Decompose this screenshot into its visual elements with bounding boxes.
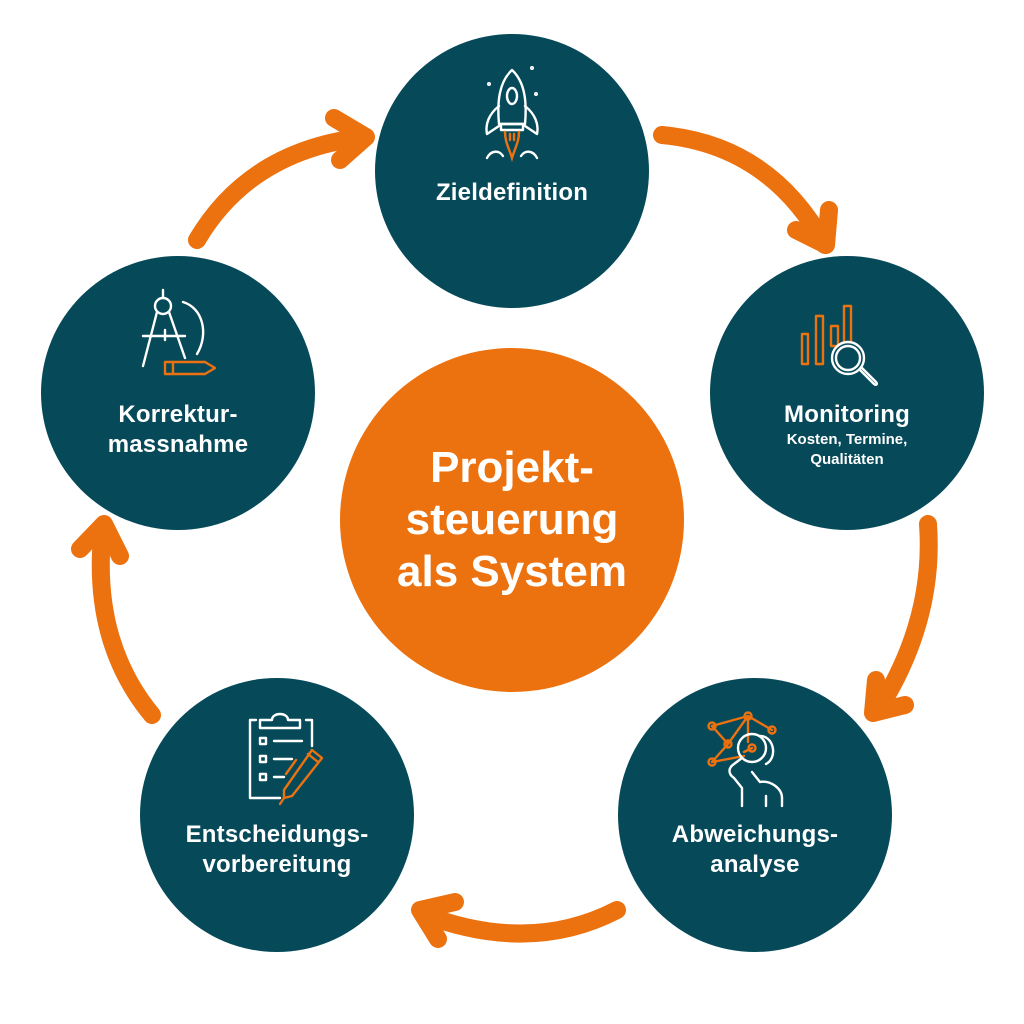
arrow-monitoring-to-abweichung	[864, 515, 938, 722]
node-zieldefinition-label: Zieldefinition	[435, 179, 589, 206]
arrow-abweichung-to-entscheidung	[411, 893, 626, 948]
node-abweichungsanalyse-label-1: Abweichungs-	[671, 821, 839, 848]
node-monitoring-sublabel-2: Qualitäten	[810, 451, 884, 468]
clipboard-pen-icon	[248, 712, 324, 806]
center-title-line2: steuerung	[405, 495, 619, 544]
center-title-line3: als System	[397, 547, 627, 596]
node-monitoring-sublabel-1: Kosten, Termine,	[786, 431, 908, 448]
person-network-analysis-icon	[707, 711, 784, 808]
node-korrekturmassnahme: Korrektur- massnahme	[41, 256, 315, 530]
node-entscheidungsvorbereitung-label-2: vorbereitung	[202, 851, 352, 878]
node-entscheidungsvorbereitung-label-1: Entscheidungs-	[185, 821, 369, 848]
arrow-korrektur-to-ziel	[188, 109, 375, 249]
center-circle: Projekt- steuerung als System	[340, 348, 684, 692]
node-abweichungsanalyse-label-2: analyse	[710, 851, 800, 878]
rocket-icon	[485, 65, 539, 163]
center-title: Projekt- steuerung als System	[397, 442, 627, 598]
center-title-line1: Projekt-	[430, 443, 594, 492]
node-abweichungsanalyse: Abweichungs- analyse	[618, 678, 892, 952]
compass-pencil-icon	[141, 288, 217, 376]
node-korrekturmassnahme-label-2: massnahme	[107, 431, 249, 458]
arrow-entscheidung-to-korrektur	[71, 515, 161, 724]
node-monitoring-label: Monitoring	[784, 401, 910, 428]
arrow-ziel-to-monitoring	[653, 126, 838, 254]
node-monitoring: Monitoring Kosten, Termine, Qualitäten	[710, 256, 984, 530]
node-entscheidungsvorbereitung: Entscheidungs- vorbereitung	[140, 678, 414, 952]
node-korrekturmassnahme-label-1: Korrektur-	[118, 401, 238, 428]
node-zieldefinition: Zieldefinition	[375, 34, 649, 308]
chart-magnifier-icon	[800, 304, 879, 387]
